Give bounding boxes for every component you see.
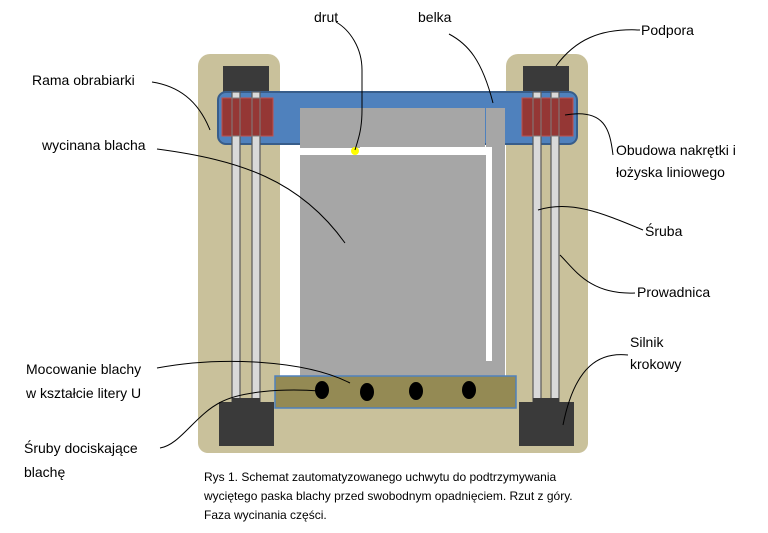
wire-point [351,147,359,155]
leader-rama [151,81,211,131]
rail-overlay-right-2 [550,97,560,137]
leader-prowadnica [559,254,636,294]
rail-overlay-right-1 [532,97,542,137]
leader-silnik [562,354,629,426]
clamp-screw-3 [409,382,423,400]
frame-right-post [506,54,588,453]
clamp-screw-1 [315,381,329,399]
rail-overlay-left-1 [231,97,241,137]
leader-wycinana [156,148,346,244]
stepper-motor-right [519,402,574,446]
label-motor-line1: Silnik [630,334,664,350]
figure-caption: Rys 1. Schemat zautomatyzowanego uchwytu… [204,468,573,525]
label-clamp-line1: Mocowanie blachy [26,361,142,377]
rail-overlay-left-2 [251,97,261,137]
leader-mocowanie [156,360,351,384]
cut-sheet-top [300,108,485,148]
clamp-screw-2 [360,383,374,401]
label-cut-sheet: wycinana blacha [42,137,146,153]
leader-sruby [159,389,321,449]
guide-rail-right [550,91,560,403]
rail-into-motor-left [232,398,260,404]
support-left [223,66,269,92]
label-support: Podpora [641,22,694,38]
u-clamp [274,375,517,409]
housing-right [521,97,574,137]
leader-sruba [537,205,644,231]
caption-line-1: Rys 1. Schemat zautomatyzowanego uchwytu… [204,470,557,484]
label-motor-line2: krokowy [630,356,682,372]
lead-screw-left [251,91,261,403]
label-beam: belka [418,9,452,25]
cut-slot-vertical [486,147,492,361]
cut-sheet-main [300,155,486,377]
lead-screw-right [532,91,542,403]
label-guide: Prowadnica [637,284,711,300]
label-machine-frame: Rama obrabiarki [32,72,135,88]
label-housing-line2: łożyska liniowego [616,164,725,180]
label-wire: drut [314,9,339,25]
support-right [523,66,569,92]
leader-drut [335,21,363,151]
label-clamp-screws-line1: Śruby dociskające [24,440,138,456]
cut-slot [360,147,486,155]
frame-bottom-bar [198,400,588,453]
cut-sheet-bottom-right [486,361,505,377]
housing-left [221,97,274,137]
stepper-motor-left [219,402,274,446]
caption-line-3: Faza wycinania części. [204,508,327,522]
label-clamp-screws-line2: blachę [24,464,66,480]
guide-rail-left [231,91,241,403]
leader-belka [448,33,494,104]
label-clamp-line2: w kształcie litery U [26,385,142,401]
label-housing-line1: Obudowa nakrętki i [616,142,736,158]
label-screw: Śruba [645,223,683,239]
leader-podpora [555,29,641,67]
caption-line-2: wyciętego paska blachy przed swobodnym o… [204,489,573,503]
leader-obudowa [564,113,614,156]
clamp-screw-4 [462,381,476,399]
rail-into-motor-right [533,398,559,404]
